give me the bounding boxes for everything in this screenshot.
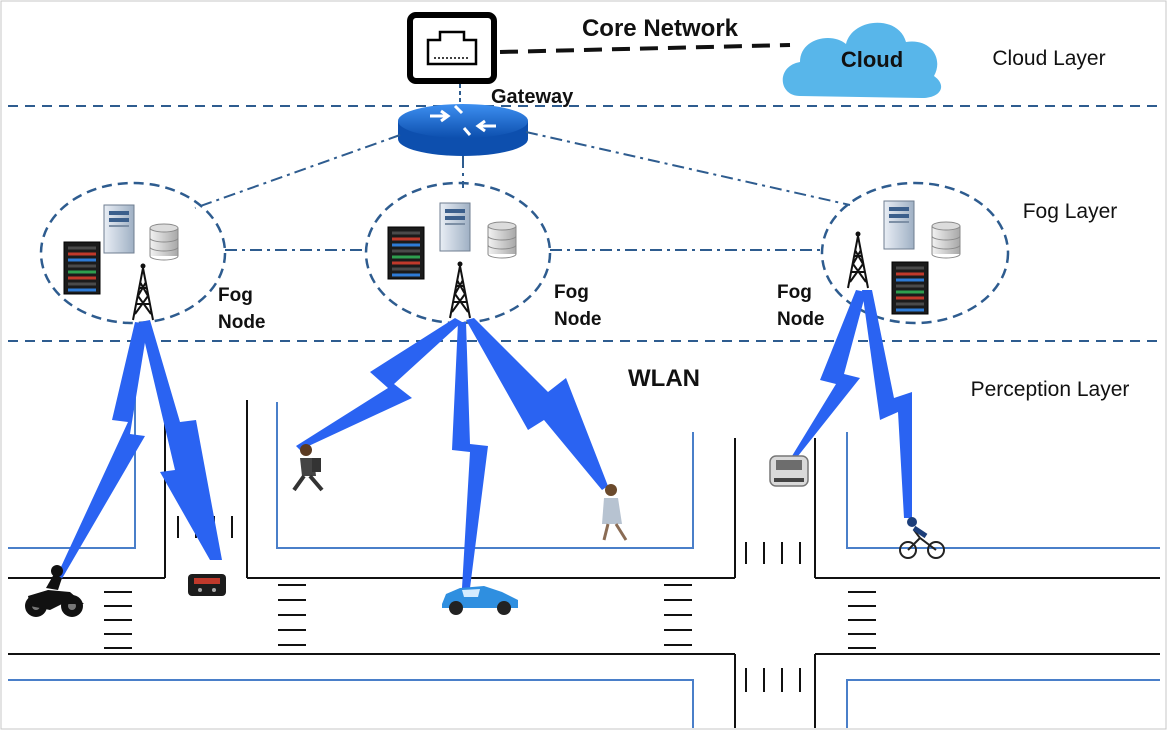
antenna-tower-icon <box>847 230 869 289</box>
crosswalks <box>104 516 876 692</box>
fog-layer-label: Fog Layer <box>1023 200 1118 223</box>
fog-backbone-links <box>194 131 851 251</box>
router-icon <box>398 104 528 156</box>
signal-bolt-icon <box>452 322 488 588</box>
cloud-icon <box>782 22 942 98</box>
database-icon <box>149 223 179 261</box>
fog-node-right-label-2: Node <box>777 309 825 330</box>
signal-bolt-icon <box>140 320 222 560</box>
signal-bolt-icon <box>862 290 912 518</box>
tower-server-icon <box>439 202 471 252</box>
suv-icon <box>769 455 809 487</box>
fog-node-circle-left <box>39 181 227 325</box>
rack-server-icon <box>386 225 426 281</box>
signal-bolt-icon <box>54 322 148 582</box>
lane-lines <box>8 392 1160 728</box>
fog-node-left-label-1: Fog <box>218 285 253 306</box>
cyclist-icon <box>899 517 945 559</box>
fog-node-center <box>386 202 517 319</box>
core-network-label: Core Network <box>582 15 739 42</box>
core-network-link <box>499 43 791 54</box>
road-edges <box>8 400 1160 728</box>
gateway-icon <box>407 12 497 84</box>
wireless-links <box>54 290 912 588</box>
signal-bolt-icon <box>296 318 462 450</box>
fog-node-center-label-2: Node <box>554 309 602 330</box>
fog-node-left <box>62 204 179 321</box>
walking-man-icon <box>292 444 324 492</box>
fog-node-left-label-2: Node <box>218 312 266 333</box>
signal-bolt-icon <box>792 290 866 456</box>
tower-server-icon <box>103 204 135 254</box>
database-icon <box>931 221 961 259</box>
cloud-label: Cloud <box>841 47 903 72</box>
motorcycle-icon <box>25 565 84 617</box>
perception-layer-label: Perception Layer <box>971 378 1130 401</box>
car-icon <box>442 586 518 615</box>
wlan-label: WLAN <box>628 365 700 392</box>
fog-node-center-label-1: Fog <box>554 282 589 303</box>
cloud-layer-label: Cloud Layer <box>992 47 1105 70</box>
fog-node-right-label-1: Fog <box>777 282 812 303</box>
rack-server-icon <box>62 240 102 296</box>
rack-server-icon <box>890 260 930 316</box>
signal-bolt-icon <box>466 318 608 490</box>
database-icon <box>487 221 517 259</box>
tower-server-icon <box>883 200 915 250</box>
fog-node-circle-center <box>364 181 552 325</box>
sensor-box-icon <box>188 574 226 596</box>
antenna-tower-icon <box>449 260 471 319</box>
fog-node-circle-right <box>820 181 1010 325</box>
walking-woman-icon <box>602 484 628 541</box>
antenna-tower-icon <box>132 262 154 321</box>
gateway-label: Gateway <box>491 86 574 108</box>
